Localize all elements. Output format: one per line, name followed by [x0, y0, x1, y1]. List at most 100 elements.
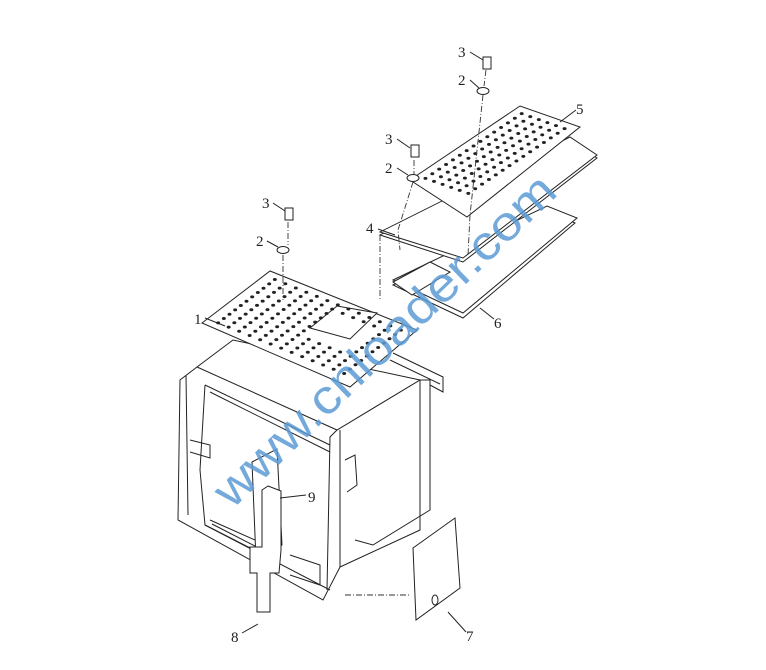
perforation-hole: [311, 346, 316, 350]
perforation-hole: [268, 342, 273, 346]
perforation-hole: [485, 135, 490, 139]
perforation-hole: [469, 172, 474, 175]
perforation-hole: [255, 291, 260, 295]
perforation-hole: [502, 141, 507, 145]
perforation-hole: [514, 124, 519, 128]
perforation-hole: [281, 308, 286, 312]
perforation-hole: [481, 155, 486, 159]
part-label-3: 3: [385, 132, 393, 148]
perforation-hole: [533, 138, 538, 141]
perforation-hole: [308, 312, 313, 316]
perforation-hole: [464, 149, 469, 153]
perforation-hole: [507, 164, 512, 168]
perforation-hole: [277, 286, 282, 290]
perforation-hole: [259, 312, 264, 316]
base-plate-6: [391, 205, 578, 319]
perforation-hole: [449, 185, 454, 189]
perforation-hole: [307, 325, 312, 328]
perforation-hole: [456, 181, 461, 185]
perforation-hole: [365, 341, 370, 345]
perforation-hole: [253, 329, 258, 333]
perforation-hole: [272, 290, 276, 294]
perforation-hole: [243, 312, 248, 316]
perforation-hole: [377, 333, 381, 337]
perforation-hole: [438, 175, 443, 179]
perforation-hole: [519, 147, 524, 151]
perforation-hole: [545, 121, 550, 125]
perforation-hole: [548, 136, 553, 140]
perforation-hole: [313, 320, 318, 324]
part-label-4: 4: [366, 221, 374, 237]
perforation-hole: [393, 332, 398, 336]
perforation-hole: [249, 308, 254, 312]
perforation-hole: [382, 328, 387, 332]
perforation-hole: [274, 338, 279, 342]
perforation-hole: [398, 328, 403, 332]
perforation-hole: [275, 325, 280, 329]
perforation-hole: [536, 118, 541, 122]
part-label-2: 2: [458, 73, 466, 89]
perforation-hole: [372, 324, 377, 328]
perforation-hole: [276, 312, 280, 316]
perforation-hole: [319, 303, 324, 307]
perforation-hole: [486, 178, 491, 181]
perforation-hole: [264, 321, 269, 325]
perforation-hole: [521, 154, 526, 158]
perforation-hole: [325, 299, 330, 303]
perforation-hole: [490, 158, 495, 162]
perforation-hole: [356, 311, 361, 315]
perforation-hole: [509, 136, 514, 140]
perforation-hole: [495, 145, 500, 149]
perforation-hole: [497, 153, 502, 157]
perforation-hole: [265, 308, 270, 312]
perforation-hole: [529, 122, 534, 126]
perforation-hole: [562, 127, 567, 131]
perforation-hole: [507, 129, 512, 132]
part-label-2: 2: [256, 234, 264, 250]
perforation-hole: [331, 367, 336, 371]
perforation-hole: [302, 316, 307, 320]
perforation-hole: [254, 316, 259, 320]
perforation-hole: [233, 308, 238, 312]
perforation-hole: [524, 135, 529, 138]
perforation-hole: [445, 170, 450, 174]
perforation-hole: [423, 176, 428, 180]
perforation-hole: [437, 167, 442, 171]
perforation-hole: [261, 286, 266, 290]
perforation-hole: [523, 127, 528, 131]
perforation-hole: [540, 133, 545, 137]
perforation-hole: [292, 312, 297, 316]
perforation-hole: [280, 333, 284, 337]
perforation-hole: [528, 150, 533, 154]
perforation-hole: [285, 329, 290, 333]
perforation-hole: [301, 342, 305, 346]
perforation-hole: [346, 307, 351, 311]
perforation-hole: [361, 320, 366, 324]
perforation-hole: [290, 338, 295, 341]
perforation-hole: [493, 138, 498, 142]
perforation-hole: [263, 333, 268, 337]
perforation-hole: [512, 151, 517, 155]
perforation-hole: [303, 303, 308, 307]
perforation-hole: [388, 324, 393, 328]
perforation-hole: [260, 299, 265, 303]
perforation-hole: [528, 115, 533, 119]
perforation-hole: [493, 173, 498, 177]
part-label-5: 5: [576, 102, 584, 118]
perforation-hole: [318, 316, 323, 320]
perforation-hole: [305, 350, 310, 354]
perforation-hole: [504, 148, 509, 152]
perforation-hole: [340, 311, 345, 315]
part-label-3: 3: [262, 196, 270, 212]
perforation-hole: [306, 337, 311, 341]
perforation-hole: [321, 363, 326, 367]
perforation-hole: [464, 184, 469, 188]
perforation-hole: [347, 367, 352, 371]
perforation-hole: [330, 307, 335, 311]
perforation-hole: [348, 354, 353, 358]
perforation-hole: [526, 142, 531, 146]
perforation-hole: [377, 320, 382, 324]
perforation-hole: [314, 294, 319, 298]
perforation-hole: [247, 334, 252, 338]
perforation-hole: [521, 119, 526, 123]
